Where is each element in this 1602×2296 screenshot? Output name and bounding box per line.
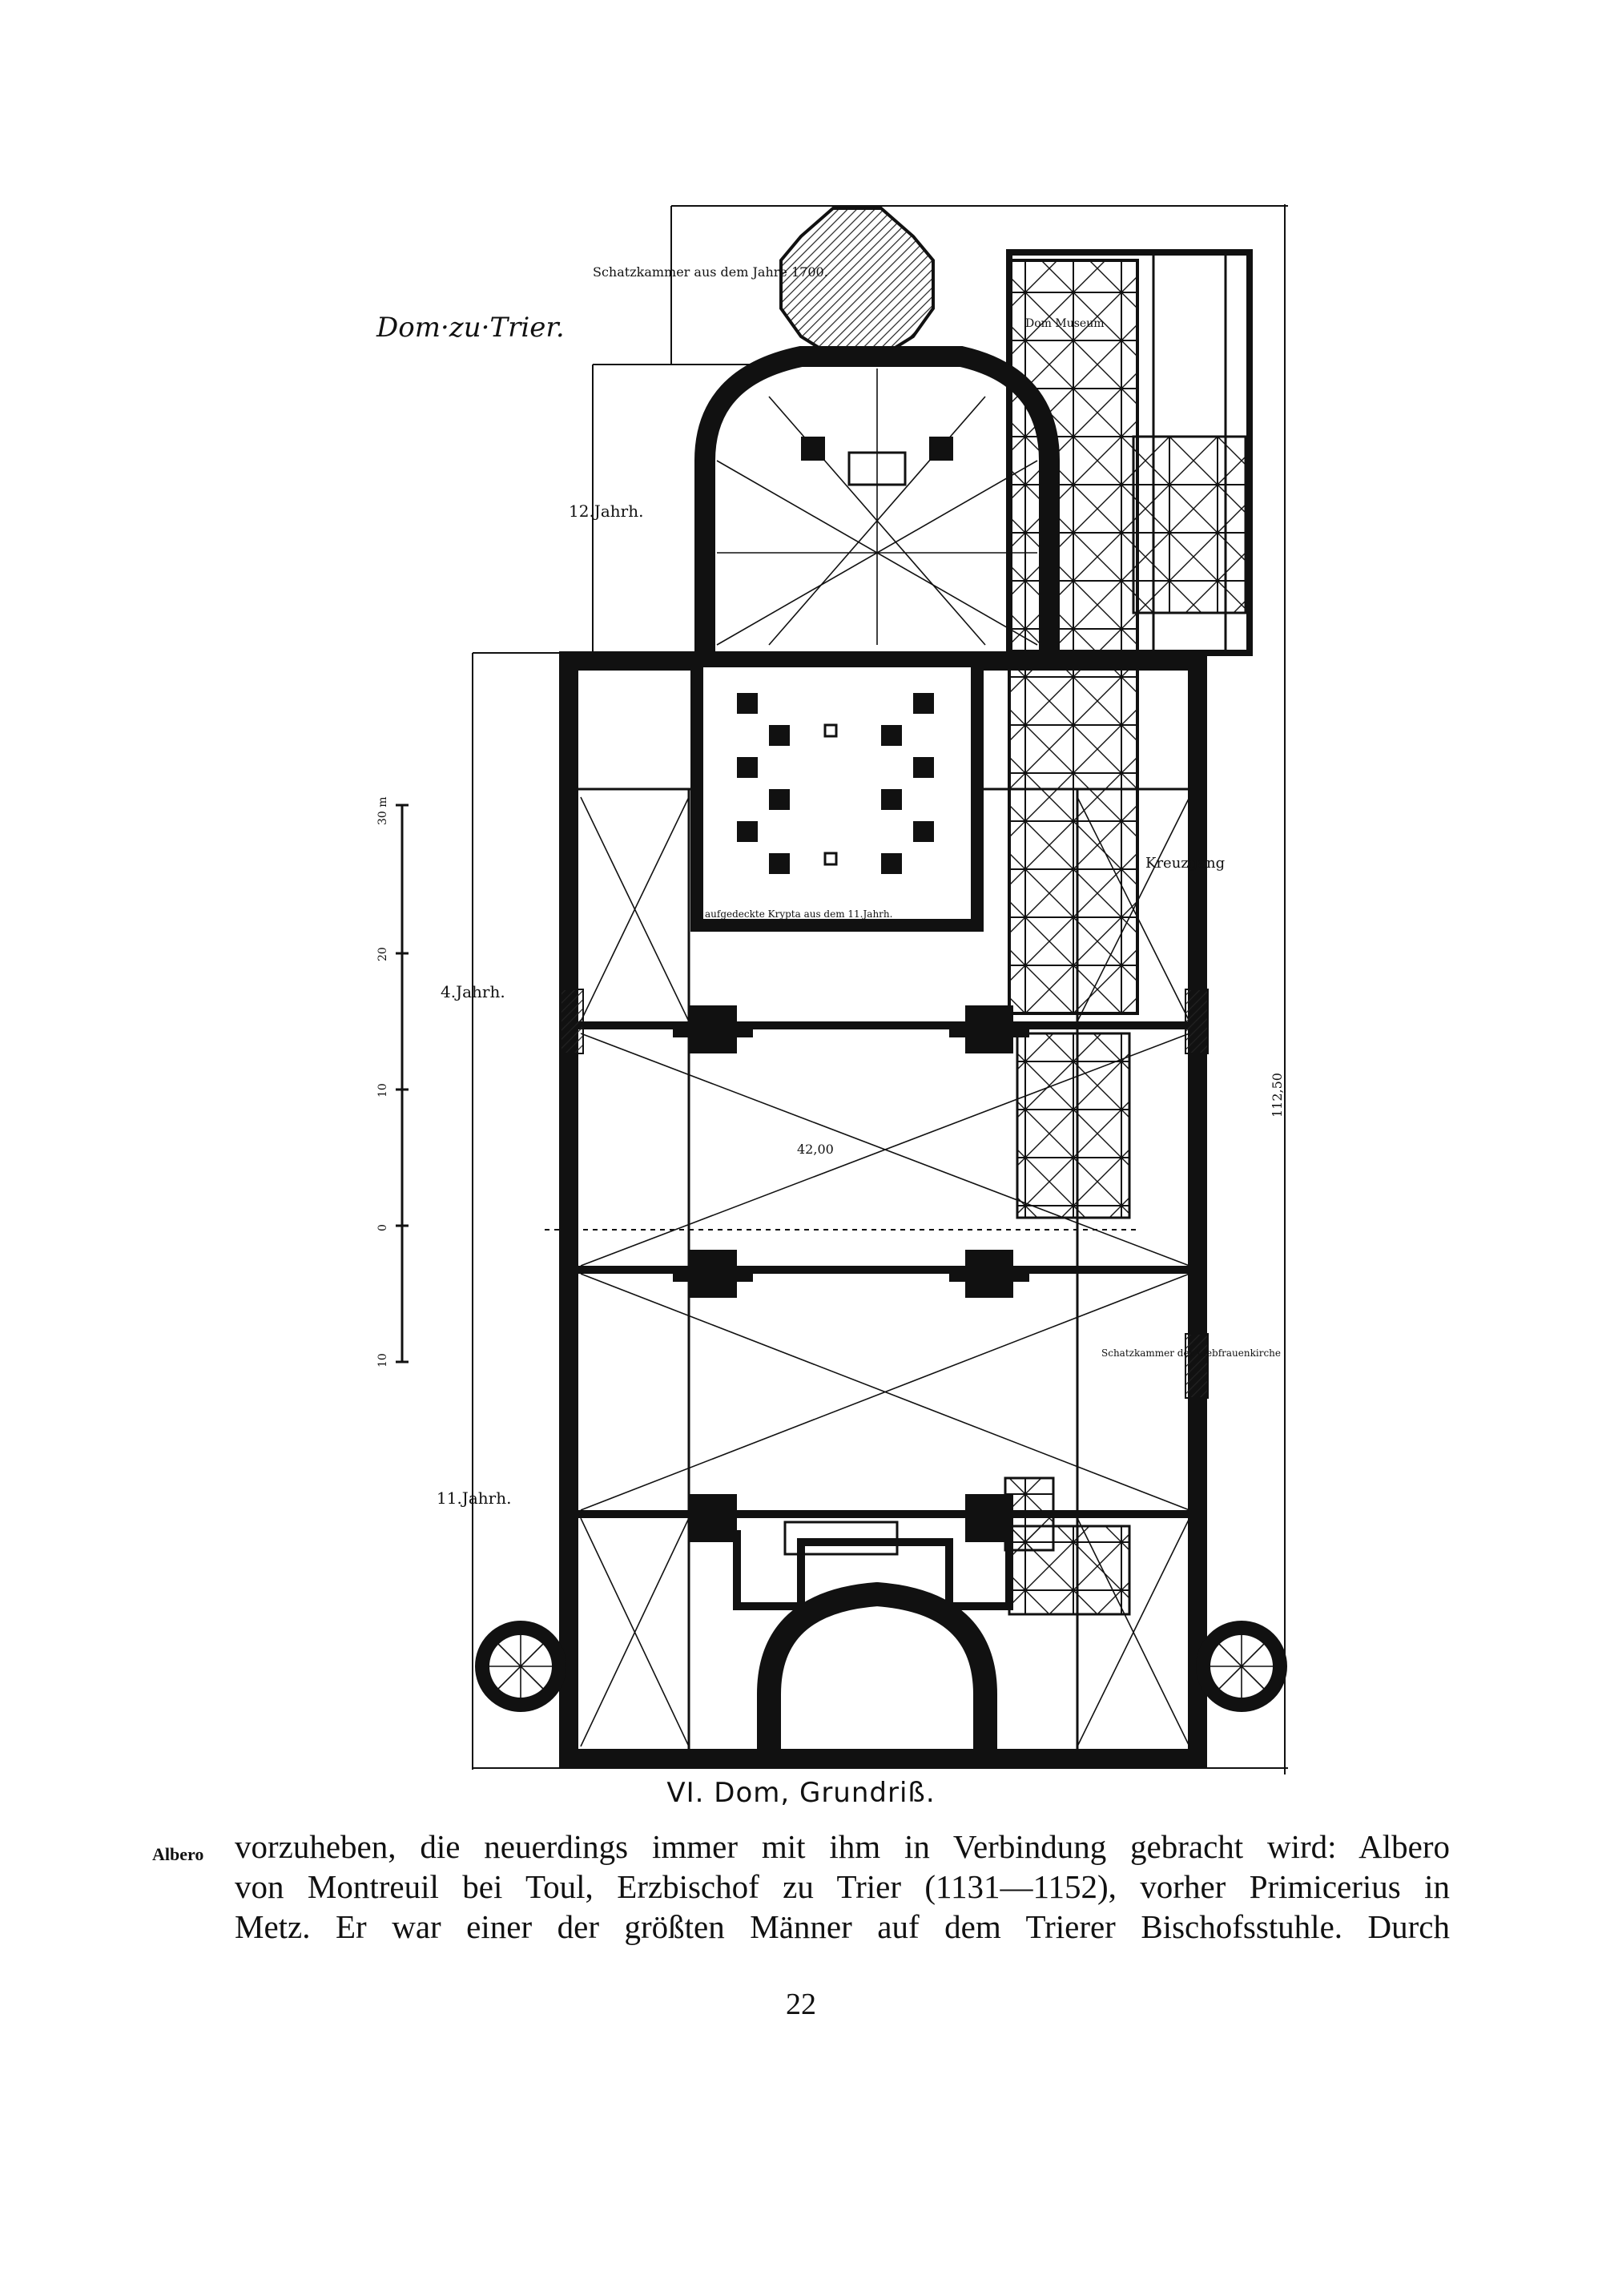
scale-tick-label: 0 xyxy=(376,1224,389,1231)
cloister xyxy=(1004,259,1139,1616)
scale-tick-label: 10 xyxy=(376,1083,389,1098)
plan-title: Dom·zu·Trier. xyxy=(376,312,565,344)
dom-museum-block xyxy=(1006,249,1253,656)
treasury-label: Schatzkammer aus dem Jahre 1700. xyxy=(593,264,828,280)
floor-plan-figure: Dom·zu·Trier. Schatzkammer aus dem Jahre… xyxy=(352,196,1298,1786)
scale-tick-label: 30 m xyxy=(376,796,389,825)
twelfth-century-label: 12.Jahrh. xyxy=(569,501,643,521)
east-apse xyxy=(694,346,1060,653)
treasury-chamber xyxy=(779,207,935,358)
chapel-label: Schatzkammer der Liebfrauenkirche xyxy=(1101,1347,1281,1359)
crypt xyxy=(690,655,984,932)
scale-bar xyxy=(396,804,409,1364)
body-line: vorzuheben, die neuerdings immer mit ihm… xyxy=(235,1828,1450,1865)
floor-plan-drawing: Dom·zu·Trier. Schatzkammer aus dem Jahre… xyxy=(376,204,1288,1774)
west-apse xyxy=(733,1521,1013,1750)
crypt-label: aufgedeckte Krypta aus dem 11.Jahrh. xyxy=(705,908,892,920)
eleventh-century-label: 11.Jahrh. xyxy=(437,1488,511,1508)
length-dimension: 112,50 xyxy=(1270,1073,1285,1118)
page-number: 22 xyxy=(786,1988,816,2021)
kreuzgang-label: Kreuzgang xyxy=(1145,855,1225,872)
stair-towers xyxy=(475,1621,1287,1712)
marginal-note: Albero xyxy=(152,1844,204,1864)
body-text-block: Albero vorzuheben, die neuerdings immer … xyxy=(152,1827,1450,1947)
scale-tick-label: 20 xyxy=(376,947,389,961)
figure-caption: VI. Dom, Grundriß. xyxy=(666,1777,936,1809)
side-chapels xyxy=(560,989,1209,1399)
dom-museum-label: Dom Museum xyxy=(1025,317,1105,330)
stair-tower-spokes xyxy=(489,1634,1274,1698)
piers xyxy=(673,1005,1029,1542)
vault-diagonals xyxy=(580,796,1190,1747)
body-line: von Montreuil bei Toul, Erzbischof zu Tr… xyxy=(235,1868,1450,1905)
scale-tick-label: 10 xyxy=(376,1353,389,1368)
fourth-century-label: 4.Jahrh. xyxy=(441,982,505,1001)
body-paragraph: vorzuheben, die neuerdings immer mit ihm… xyxy=(235,1827,1450,1947)
width-dimension: 42,00 xyxy=(797,1142,834,1157)
body-line: Metz. Er war einer der größten Männer au… xyxy=(235,1908,1450,1945)
